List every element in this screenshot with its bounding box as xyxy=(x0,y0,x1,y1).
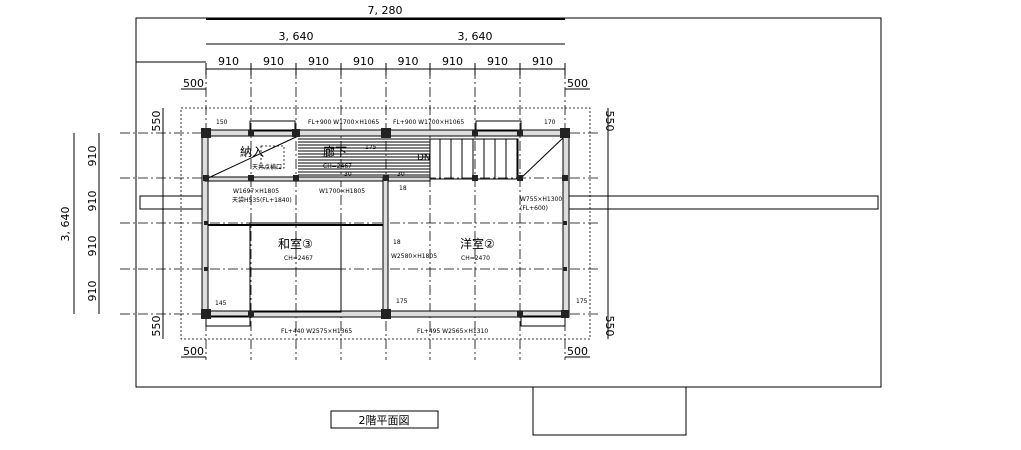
wall-size: 18 xyxy=(399,185,407,192)
columns xyxy=(201,128,570,319)
column xyxy=(293,175,299,181)
staircase xyxy=(429,138,519,180)
room-hall-ch: CH=2467 xyxy=(323,163,352,170)
door-spec: (FL+600) xyxy=(520,205,548,212)
sheet-frame xyxy=(135,17,882,436)
column xyxy=(248,311,254,317)
column xyxy=(563,267,567,271)
dim-eave-left-bottom: 550 xyxy=(150,316,163,337)
column xyxy=(204,267,208,271)
column xyxy=(381,309,391,319)
column-size: 170 xyxy=(544,119,556,126)
column xyxy=(381,128,391,138)
column xyxy=(472,175,478,181)
column xyxy=(248,130,254,136)
column xyxy=(204,221,208,225)
wall-size: 18 xyxy=(393,239,401,246)
dim-module: 910 xyxy=(218,55,239,68)
column xyxy=(562,175,568,181)
dim-module-v: 910 xyxy=(86,191,99,212)
dim-eave-left-top: 550 xyxy=(150,111,163,132)
room-storage: 納入 xyxy=(240,145,264,159)
bottom-dimensions: 500 500 xyxy=(181,345,590,358)
hall-flooring xyxy=(298,138,430,176)
dim-module: 910 xyxy=(442,55,463,68)
dim-module: 910 xyxy=(398,55,419,68)
column xyxy=(292,129,300,137)
column-size: 175 xyxy=(396,298,408,305)
drawing-title: 2階平面図 xyxy=(359,413,410,427)
column xyxy=(472,130,478,136)
door-spec: 天袋H535(FL+1840) xyxy=(232,196,292,204)
dim-overhang-bottom-left: 500 xyxy=(183,345,204,358)
column xyxy=(517,311,523,317)
room-washitsu: 和室③ xyxy=(278,236,313,251)
dim-module: 910 xyxy=(308,55,329,68)
room-youshitsu: 洋室② xyxy=(460,236,495,251)
dim-module: 910 xyxy=(263,55,284,68)
dim-module: 910 xyxy=(353,55,374,68)
dim-module-v: 910 xyxy=(86,281,99,302)
left-dimensions: 3, 640 910 910 910 910 550 550 550 550 xyxy=(59,108,616,339)
room-youshitsu-ch: CH=2470 xyxy=(461,255,490,262)
column xyxy=(560,128,570,138)
room-storage-sub: 天井点検口 xyxy=(252,163,282,171)
ceiling-hatch xyxy=(260,145,285,169)
wall-size: 30 xyxy=(397,171,405,178)
wall-size: 30 xyxy=(344,171,352,178)
column xyxy=(383,175,389,181)
door-spec: W1700×H1805 xyxy=(319,188,365,195)
window-spec: FL+900 W1700×H1065 xyxy=(393,119,464,126)
column-size: 175 xyxy=(576,298,588,305)
dim-half-right: 3, 640 xyxy=(458,30,493,43)
column xyxy=(248,175,254,181)
dim-eave-right-bottom: 550 xyxy=(603,316,616,337)
door-spec: W1697×H1805 xyxy=(233,188,279,195)
title-box xyxy=(330,410,439,429)
window-spec: FL+900 W1700×H1065 xyxy=(308,119,379,126)
annotations: FL+900 W1700×H1065 FL+900 W1700×H1065 W1… xyxy=(215,119,588,335)
column-size: 145 xyxy=(215,300,227,307)
dim-overhang-right: 500 xyxy=(567,77,588,90)
column xyxy=(517,175,523,181)
door-spec: W755×H1300 xyxy=(520,196,562,203)
dim-overhang-bottom-right: 500 xyxy=(567,345,588,358)
top-dimensions: 7, 280 3, 640 3, 640 910 910 910 910 910 910 9… xyxy=(181,4,590,90)
window-spec: FL+495 W2565×H1310 xyxy=(417,328,488,335)
dim-overall: 7, 280 xyxy=(368,4,403,17)
dim-depth: 3, 640 xyxy=(59,207,72,242)
dim-module: 910 xyxy=(487,55,508,68)
storage-diagonals xyxy=(205,136,565,180)
dim-module-v: 910 xyxy=(86,236,99,257)
room-washitsu-ch: CH=2467 xyxy=(284,255,313,262)
column xyxy=(561,310,569,318)
column xyxy=(201,128,211,138)
dim-eave-right-top: 550 xyxy=(603,111,616,132)
dim-module-v: 910 xyxy=(86,146,99,167)
column-size: 175 xyxy=(365,144,377,151)
column xyxy=(517,130,523,136)
dim-module: 910 xyxy=(532,55,553,68)
window-spec: FL+440 W2575×H1365 xyxy=(281,328,352,335)
dim-overhang-left: 500 xyxy=(183,77,204,90)
door-spec: W2580×H1805 xyxy=(391,253,437,260)
column xyxy=(563,221,567,225)
column xyxy=(201,309,211,319)
column-size: 150 xyxy=(216,119,228,126)
dim-half-left: 3, 640 xyxy=(279,30,314,43)
eave-outline xyxy=(180,107,591,340)
room-hall: 廊下 xyxy=(323,144,347,159)
stair-dn: DN xyxy=(417,153,431,163)
column xyxy=(203,175,209,181)
